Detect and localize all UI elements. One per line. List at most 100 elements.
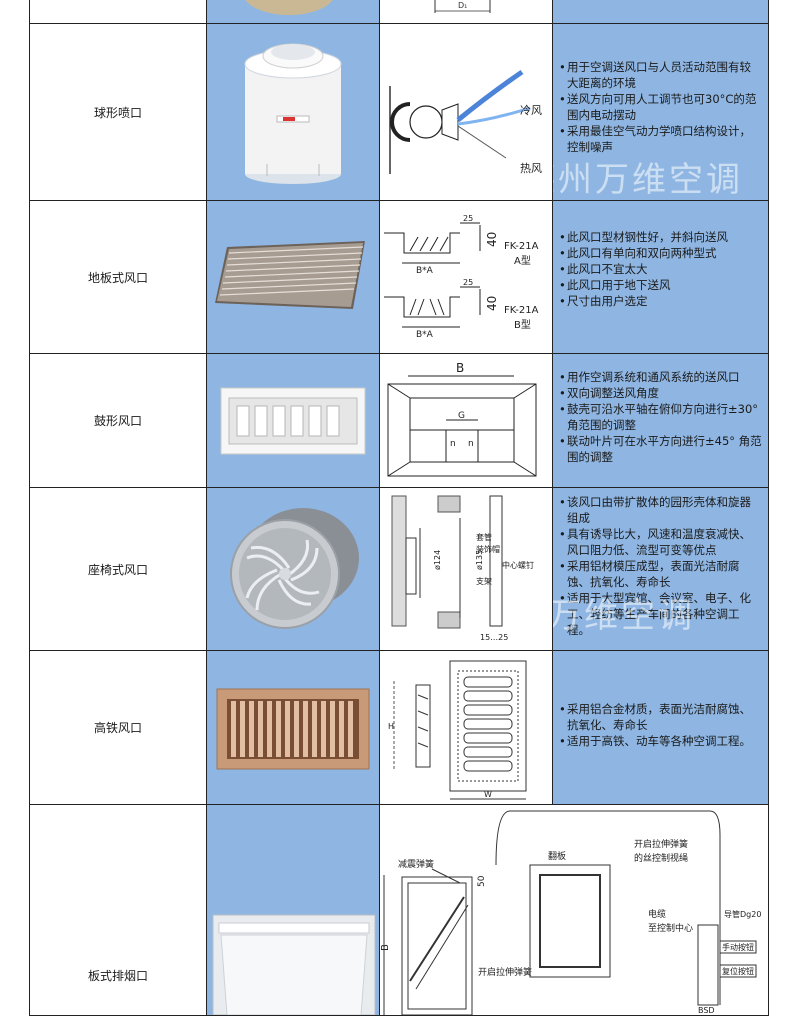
smoke-exhaust-photo	[212, 914, 376, 1015]
train-vent-photo	[216, 688, 370, 770]
product-photo	[206, 200, 380, 354]
svg-text:ø124: ø124	[433, 550, 442, 570]
product-photo	[206, 650, 380, 805]
technical-drawing: B G n n	[379, 353, 553, 488]
floor-grille-photo	[215, 241, 365, 309]
table-row: D₁	[29, 0, 769, 24]
svg-text:手动按钮: 手动按钮	[722, 942, 754, 952]
table-row: 高铁风口 H	[29, 650, 769, 805]
svg-text:套管: 套管	[476, 532, 492, 542]
svg-text:15…25: 15…25	[480, 633, 508, 642]
technical-drawing: D₁	[379, 0, 553, 24]
drum-vent-photo	[220, 387, 366, 455]
table-row: 座椅式风口 ø124	[29, 487, 769, 651]
table-row: 板式排烟口 减震弹簧 50 B 开启拉伸弹簧 翻板	[29, 804, 769, 1016]
feature-list: 采用铝合金材质，表面光洁耐腐蚀、抗氧化、寿命长 适用于高铁、动车等各种空调工程。	[552, 650, 769, 805]
feature-list: 此风口型材钢性好，并斜向送风 此风口有单向和双向两种型式 此风口不宜太大 此风口…	[552, 200, 769, 354]
svg-text:减震弹簧: 减震弹簧	[398, 858, 434, 870]
feature-item: 用作空调系统和通风系统的送风口	[559, 369, 762, 385]
table-row: 球形喷口 冷风	[29, 23, 769, 201]
feature-list: 用于空调送风口与人员活动范围有较大距离的环境 送风方向可用人工调节也可30°C的…	[552, 23, 769, 201]
svg-text:n: n	[450, 439, 456, 449]
feature-item: 此风口型材钢性好，并斜向送风	[559, 229, 762, 245]
technical-drawing: ø124 ø135 套管 装饰帽 中心螺钉 支架 15…25	[379, 487, 553, 651]
seat-vent-photo	[230, 508, 359, 629]
type-label: A型	[514, 254, 531, 267]
dim-label: D₁	[458, 1, 467, 10]
product-photo	[206, 0, 380, 24]
technical-drawing: 冷风 热风	[379, 23, 553, 201]
svg-text:翻板: 翻板	[548, 850, 566, 862]
feature-item: 用于空调送风口与人员活动范围有较大距离的环境	[559, 59, 762, 91]
row-name	[29, 0, 207, 24]
svg-text:G: G	[458, 411, 465, 421]
feature-item: 适用于高铁、动车等各种空调工程。	[559, 733, 762, 749]
table-row: 地板式风口	[29, 200, 769, 354]
feature-item: 采用铝合金材质，表面光洁耐腐蚀、抗氧化、寿命长	[559, 701, 762, 733]
technical-drawing: 减震弹簧 50 B 开启拉伸弹簧 翻板 开启拉伸弹簧 的丝控制视绳 电缆 至控制…	[379, 804, 769, 1016]
svg-text:40: 40	[485, 296, 499, 311]
technical-drawing: H W	[379, 650, 553, 805]
svg-text:W: W	[484, 790, 492, 799]
feature-item: 采用铝材模压成型，表面光洁耐腐蚀、抗氧化、寿命长	[559, 558, 762, 590]
feature-list: 用作空调系统和通风系统的送风口 双向调整送风角度 鼓壳可沿水平轴在俯仰方向进行±…	[552, 353, 769, 488]
svg-text:中心螺钉: 中心螺钉	[502, 560, 534, 570]
svg-text:50: 50	[477, 875, 487, 887]
feature-list	[552, 0, 769, 24]
svg-text:至控制中心: 至控制中心	[648, 922, 693, 934]
svg-text:B*A: B*A	[416, 330, 434, 340]
svg-text:复位按钮: 复位按钮	[722, 966, 754, 976]
svg-text:开启拉伸弹簧: 开启拉伸弹簧	[634, 838, 688, 850]
svg-text:BSD: BSD	[698, 1006, 715, 1015]
product-table: D₁ 球形喷口	[29, 0, 769, 1016]
product-photo	[206, 487, 380, 651]
svg-text:电缆: 电缆	[648, 908, 666, 920]
svg-text:支架: 支架	[476, 576, 492, 586]
feature-item: 鼓壳可沿水平轴在俯仰方向进行±30° 角范围的调整	[559, 401, 762, 433]
hot-air-label: 热风	[520, 162, 542, 175]
feature-item: 双向调整送风角度	[559, 385, 762, 401]
watermark: 德州万维空调	[554, 160, 743, 200]
row-name: 板式排烟口	[29, 804, 207, 1016]
svg-text:ø135: ø135	[475, 550, 484, 570]
svg-text:B*A: B*A	[416, 266, 434, 276]
svg-text:装饰帽: 装饰帽	[476, 544, 500, 554]
row-name: 鼓形风口	[29, 353, 207, 488]
feature-list: 该风口由带扩散体的园形壳体和旋器组成 具有诱导比大，风速和温度衰减快、风口阻力低…	[552, 487, 769, 651]
svg-text:开启拉伸弹簧: 开启拉伸弹簧	[478, 966, 532, 978]
product-photo	[206, 804, 380, 1016]
svg-text:40: 40	[485, 232, 499, 247]
row-name: 座椅式风口	[29, 487, 207, 651]
svg-text:的丝控制视绳: 的丝控制视绳	[634, 852, 688, 864]
feature-item: 适用于大型宾馆、会议室、电子、化工、轻纺等生产车间的各种空调工程。	[559, 590, 762, 638]
feature-item: 该风口由带扩散体的园形壳体和旋器组成	[559, 494, 762, 526]
bowl-photo	[245, 0, 333, 15]
technical-drawing: 25 40 B*A FK-21A A型 25 40 B*A FK-21A B型	[379, 200, 553, 354]
spherical-nozzle-photo	[244, 43, 342, 184]
width-label: B	[456, 361, 464, 375]
feature-item: 联动叶片可在水平方向进行±45° 角范围的调整	[559, 433, 762, 465]
type-label: B型	[514, 318, 531, 331]
feature-item: 此风口不宜太大	[559, 261, 762, 277]
feature-item: 此风口有单向和双向两种型式	[559, 245, 762, 261]
row-name: 球形喷口	[29, 23, 207, 201]
model-label: FK-21A	[504, 241, 539, 252]
model-label: FK-21A	[504, 305, 539, 316]
product-photo	[206, 353, 380, 488]
svg-text:B: B	[380, 944, 391, 951]
row-name: 高铁风口	[29, 650, 207, 805]
row-name: 地板式风口	[29, 200, 207, 354]
feature-item: 采用最佳空气动力学喷口结构设计，控制噪声	[559, 123, 762, 155]
feature-item: 送风方向可用人工调节也可30°C的范围内电动摆动	[559, 91, 762, 123]
product-photo	[206, 23, 380, 201]
feature-item: 具有诱导比大，风速和温度衰减快、风口阻力低、流型可变等优点	[559, 526, 762, 558]
feature-item: 此风口用于地下送风	[559, 277, 762, 293]
cold-air-label: 冷风	[520, 104, 542, 117]
svg-text:导管Dg20: 导管Dg20	[724, 909, 761, 919]
svg-text:H: H	[388, 722, 394, 731]
svg-text:25: 25	[463, 214, 473, 223]
feature-item: 尺寸由用户选定	[559, 293, 762, 309]
table-row: 鼓形风口 B	[29, 353, 769, 488]
svg-text:25: 25	[463, 278, 473, 287]
svg-text:n: n	[468, 439, 474, 449]
